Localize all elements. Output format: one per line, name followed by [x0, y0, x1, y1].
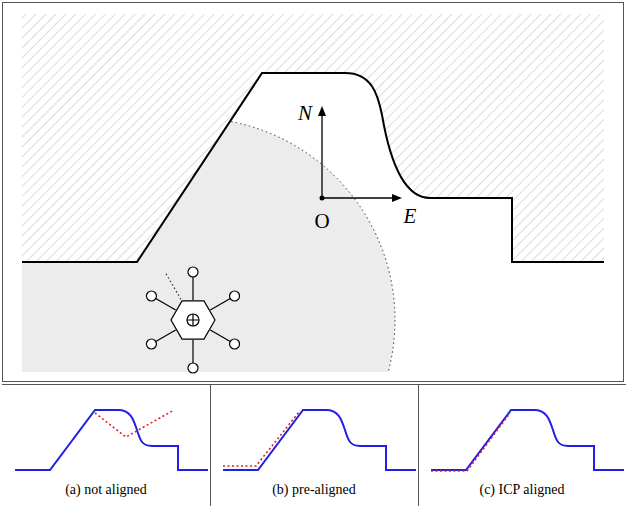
robot-foot [188, 363, 198, 373]
robot-symbol [146, 267, 239, 373]
scan-points [431, 413, 510, 471]
axis-label: N [298, 103, 312, 124]
robot-foot [188, 267, 198, 277]
panel-caption: (c) ICP aligned [477, 483, 566, 497]
origin-dot [320, 196, 325, 201]
robot-foot [146, 339, 156, 349]
sensor-range [0, 118, 395, 506]
divider [210, 385, 211, 506]
scan-points [95, 410, 174, 437]
map-profile [223, 410, 416, 470]
robot-center [187, 314, 199, 326]
arrow-head [318, 106, 326, 116]
map-profile [431, 410, 624, 470]
scan-points [223, 412, 299, 466]
origin-label: O [314, 211, 329, 232]
map-profile [15, 410, 208, 470]
east-axis [322, 197, 394, 198]
arrow-head [392, 194, 402, 202]
sensor-area [0, 118, 395, 506]
panel-caption: (b) pre-aligned [270, 483, 358, 497]
divider [2, 384, 626, 385]
panel-caption: (a) not aligned [63, 483, 149, 497]
robot-foot [230, 339, 240, 349]
robot-foot [146, 291, 156, 301]
terrain-boundary [22, 73, 604, 262]
divider [418, 385, 419, 506]
robot-center [187, 314, 199, 326]
robot-foot [230, 291, 240, 301]
north-axis [321, 114, 322, 198]
axis-label: E [404, 206, 417, 227]
robot-body [171, 301, 215, 339]
